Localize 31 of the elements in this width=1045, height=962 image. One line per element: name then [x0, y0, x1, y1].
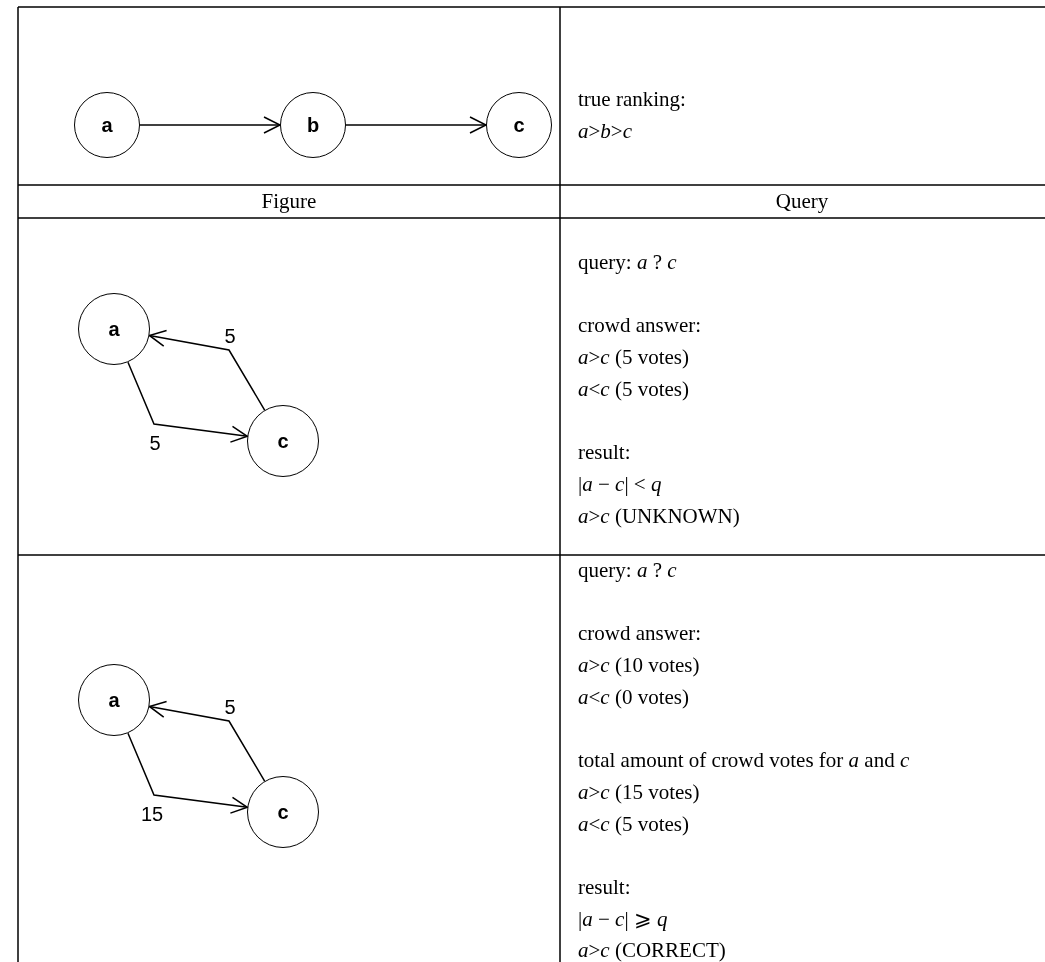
- cell-text: a>b>c: [578, 117, 632, 145]
- arrow: [127, 361, 249, 443]
- cell-text: result:: [578, 874, 631, 901]
- arrow: [148, 329, 266, 411]
- cell-text: total amount of crowd votes for a and c: [578, 747, 910, 775]
- column-header: Figure: [261, 188, 317, 215]
- arrow: [139, 116, 281, 134]
- cell-text: crowd answer:: [578, 620, 702, 648]
- cell-text: crowd answer:: [578, 312, 702, 340]
- cell-text: a>c (15 votes): [578, 778, 700, 806]
- edge-label: 5: [223, 326, 237, 346]
- edge-label: 5: [148, 433, 162, 453]
- cell-text: a>c (10 votes): [578, 652, 700, 680]
- cell-text: query: a ? c: [578, 557, 677, 584]
- cell-text: true ranking:: [578, 86, 686, 113]
- cell-text: a>c (UNKNOWN): [578, 502, 740, 530]
- edge-label: 5: [223, 697, 237, 717]
- cell-text: |a − c| < q: [578, 470, 662, 498]
- cell-text: a<c (5 votes): [578, 810, 689, 838]
- arrow: [345, 116, 487, 134]
- cell-text: a>c (5 votes): [578, 344, 689, 372]
- cell-text: query: a ? c: [578, 249, 677, 276]
- cell-text: a<c (5 votes): [578, 375, 689, 403]
- arrow: [127, 732, 249, 814]
- column-header: Query: [775, 188, 829, 215]
- cell-text: result:: [578, 439, 631, 467]
- cell-text: |a − c| ⩾ q: [578, 905, 668, 933]
- cell-text: a>c (CORRECT): [578, 937, 726, 962]
- edge-label: 15: [139, 804, 165, 824]
- cell-text: a<c (0 votes): [578, 683, 689, 711]
- arrow: [148, 700, 266, 782]
